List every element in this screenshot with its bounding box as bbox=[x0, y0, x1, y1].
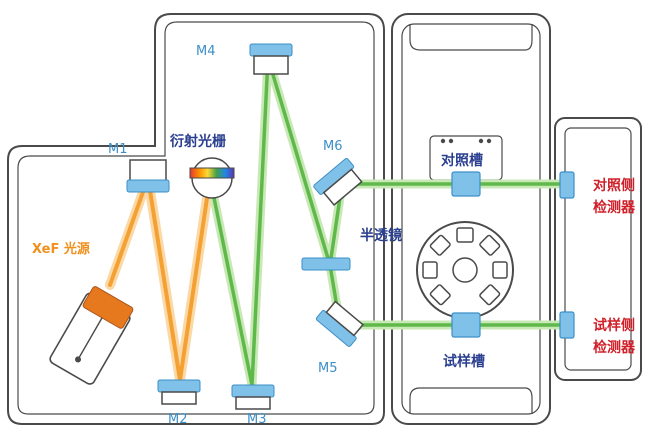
label-reference-detector-line1: 对照侧 bbox=[593, 177, 635, 194]
label-m2: M2 bbox=[168, 412, 188, 427]
lamp-base-dot bbox=[75, 356, 82, 363]
compartment-tab-bottom bbox=[409, 387, 533, 414]
housing-outline bbox=[7, 13, 642, 425]
half-mirror bbox=[301, 257, 351, 271]
label-m5: M5 bbox=[318, 361, 338, 376]
sample-compartment-inner bbox=[401, 23, 541, 415]
reference-holder-dot-1 bbox=[440, 138, 446, 144]
label-sample-detector-line2: 检测器 bbox=[593, 339, 636, 356]
label-source: XeF 光源 bbox=[32, 241, 90, 257]
mirror-m4 bbox=[249, 43, 293, 75]
reference-holder-dot-3 bbox=[478, 138, 484, 144]
reference-detector bbox=[559, 171, 575, 199]
label-m6: M6 bbox=[323, 139, 343, 154]
sample-turret bbox=[416, 221, 514, 319]
label-reference-detector-line2: 检测器 bbox=[593, 199, 636, 216]
label-m4: M4 bbox=[196, 44, 216, 59]
lamp-stem bbox=[78, 317, 103, 359]
sample-detector bbox=[559, 311, 575, 339]
detector-housing-outer bbox=[554, 117, 642, 381]
green-beam-sample-core bbox=[328, 263, 564, 327]
detector-housing-inner bbox=[564, 127, 632, 371]
mirror-m5 bbox=[315, 300, 364, 347]
reference-cell-holder bbox=[429, 135, 503, 181]
green-beam-sample-glow bbox=[325, 260, 567, 330]
label-half-mirror: 半透镜 bbox=[360, 227, 402, 244]
label-m1: M1 bbox=[108, 142, 128, 157]
left-housing-outer bbox=[7, 13, 385, 425]
compartment-tab-top bbox=[409, 24, 533, 51]
turret-outer-ring bbox=[416, 221, 514, 319]
diffraction-grating bbox=[189, 157, 235, 199]
mirror-m1 bbox=[126, 159, 170, 193]
sample-cell bbox=[451, 312, 481, 338]
xef-lamp bbox=[49, 286, 134, 385]
label-grating: 衍射光栅 bbox=[169, 133, 226, 150]
mirror-m2 bbox=[157, 379, 201, 405]
turret-slots bbox=[422, 227, 508, 306]
mirror-m3 bbox=[231, 384, 275, 410]
label-sample-detector-line1: 试样侧 bbox=[593, 317, 635, 334]
label-sample-cell: 试样槽 bbox=[443, 353, 485, 370]
green-beam-path bbox=[205, 53, 567, 390]
green-beam-core bbox=[208, 56, 564, 387]
green-beam-glow bbox=[205, 53, 567, 390]
reference-holder-dot-4 bbox=[486, 138, 492, 144]
reference-cell bbox=[451, 171, 481, 197]
mirror-m6 bbox=[313, 158, 363, 206]
label-reference-cell: 对照槽 bbox=[441, 152, 483, 169]
reference-holder-dot-2 bbox=[448, 138, 454, 144]
sample-compartment-outer bbox=[391, 13, 551, 425]
turret-inner-ring bbox=[452, 257, 478, 283]
left-housing-inner bbox=[17, 21, 375, 415]
label-m3: M3 bbox=[247, 412, 267, 427]
orange-beam-path bbox=[105, 173, 215, 385]
orange-beam-core bbox=[108, 176, 212, 382]
